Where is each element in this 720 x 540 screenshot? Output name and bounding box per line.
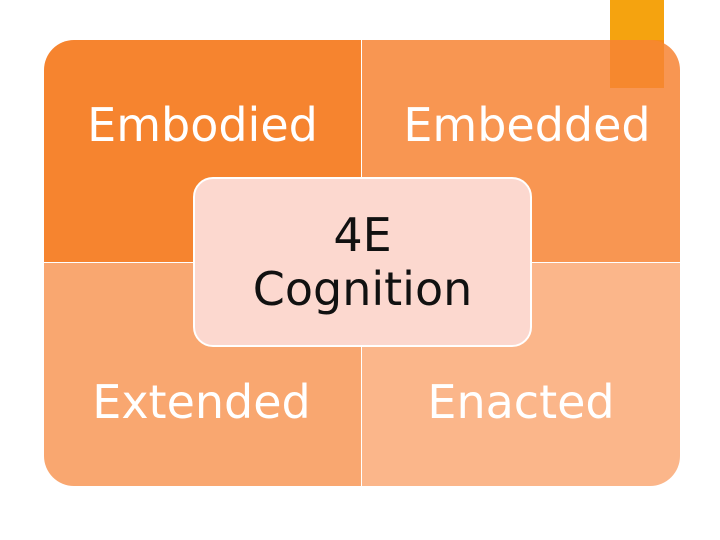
quadrant-grid: Embodied Embedded Extended Enacted: [44, 40, 680, 486]
center-title-line2: Cognition: [252, 262, 473, 316]
quadrant-label-embedded: Embedded: [403, 98, 651, 152]
center-title-line1: 4E: [333, 208, 392, 262]
accent-bar-overlap: [610, 40, 664, 88]
quadrant-label-enacted: Enacted: [427, 375, 615, 429]
quadrant-label-extended: Extended: [92, 375, 311, 429]
quadrant-label-embodied: Embodied: [87, 98, 318, 152]
center-box: 4E Cognition: [193, 177, 532, 347]
